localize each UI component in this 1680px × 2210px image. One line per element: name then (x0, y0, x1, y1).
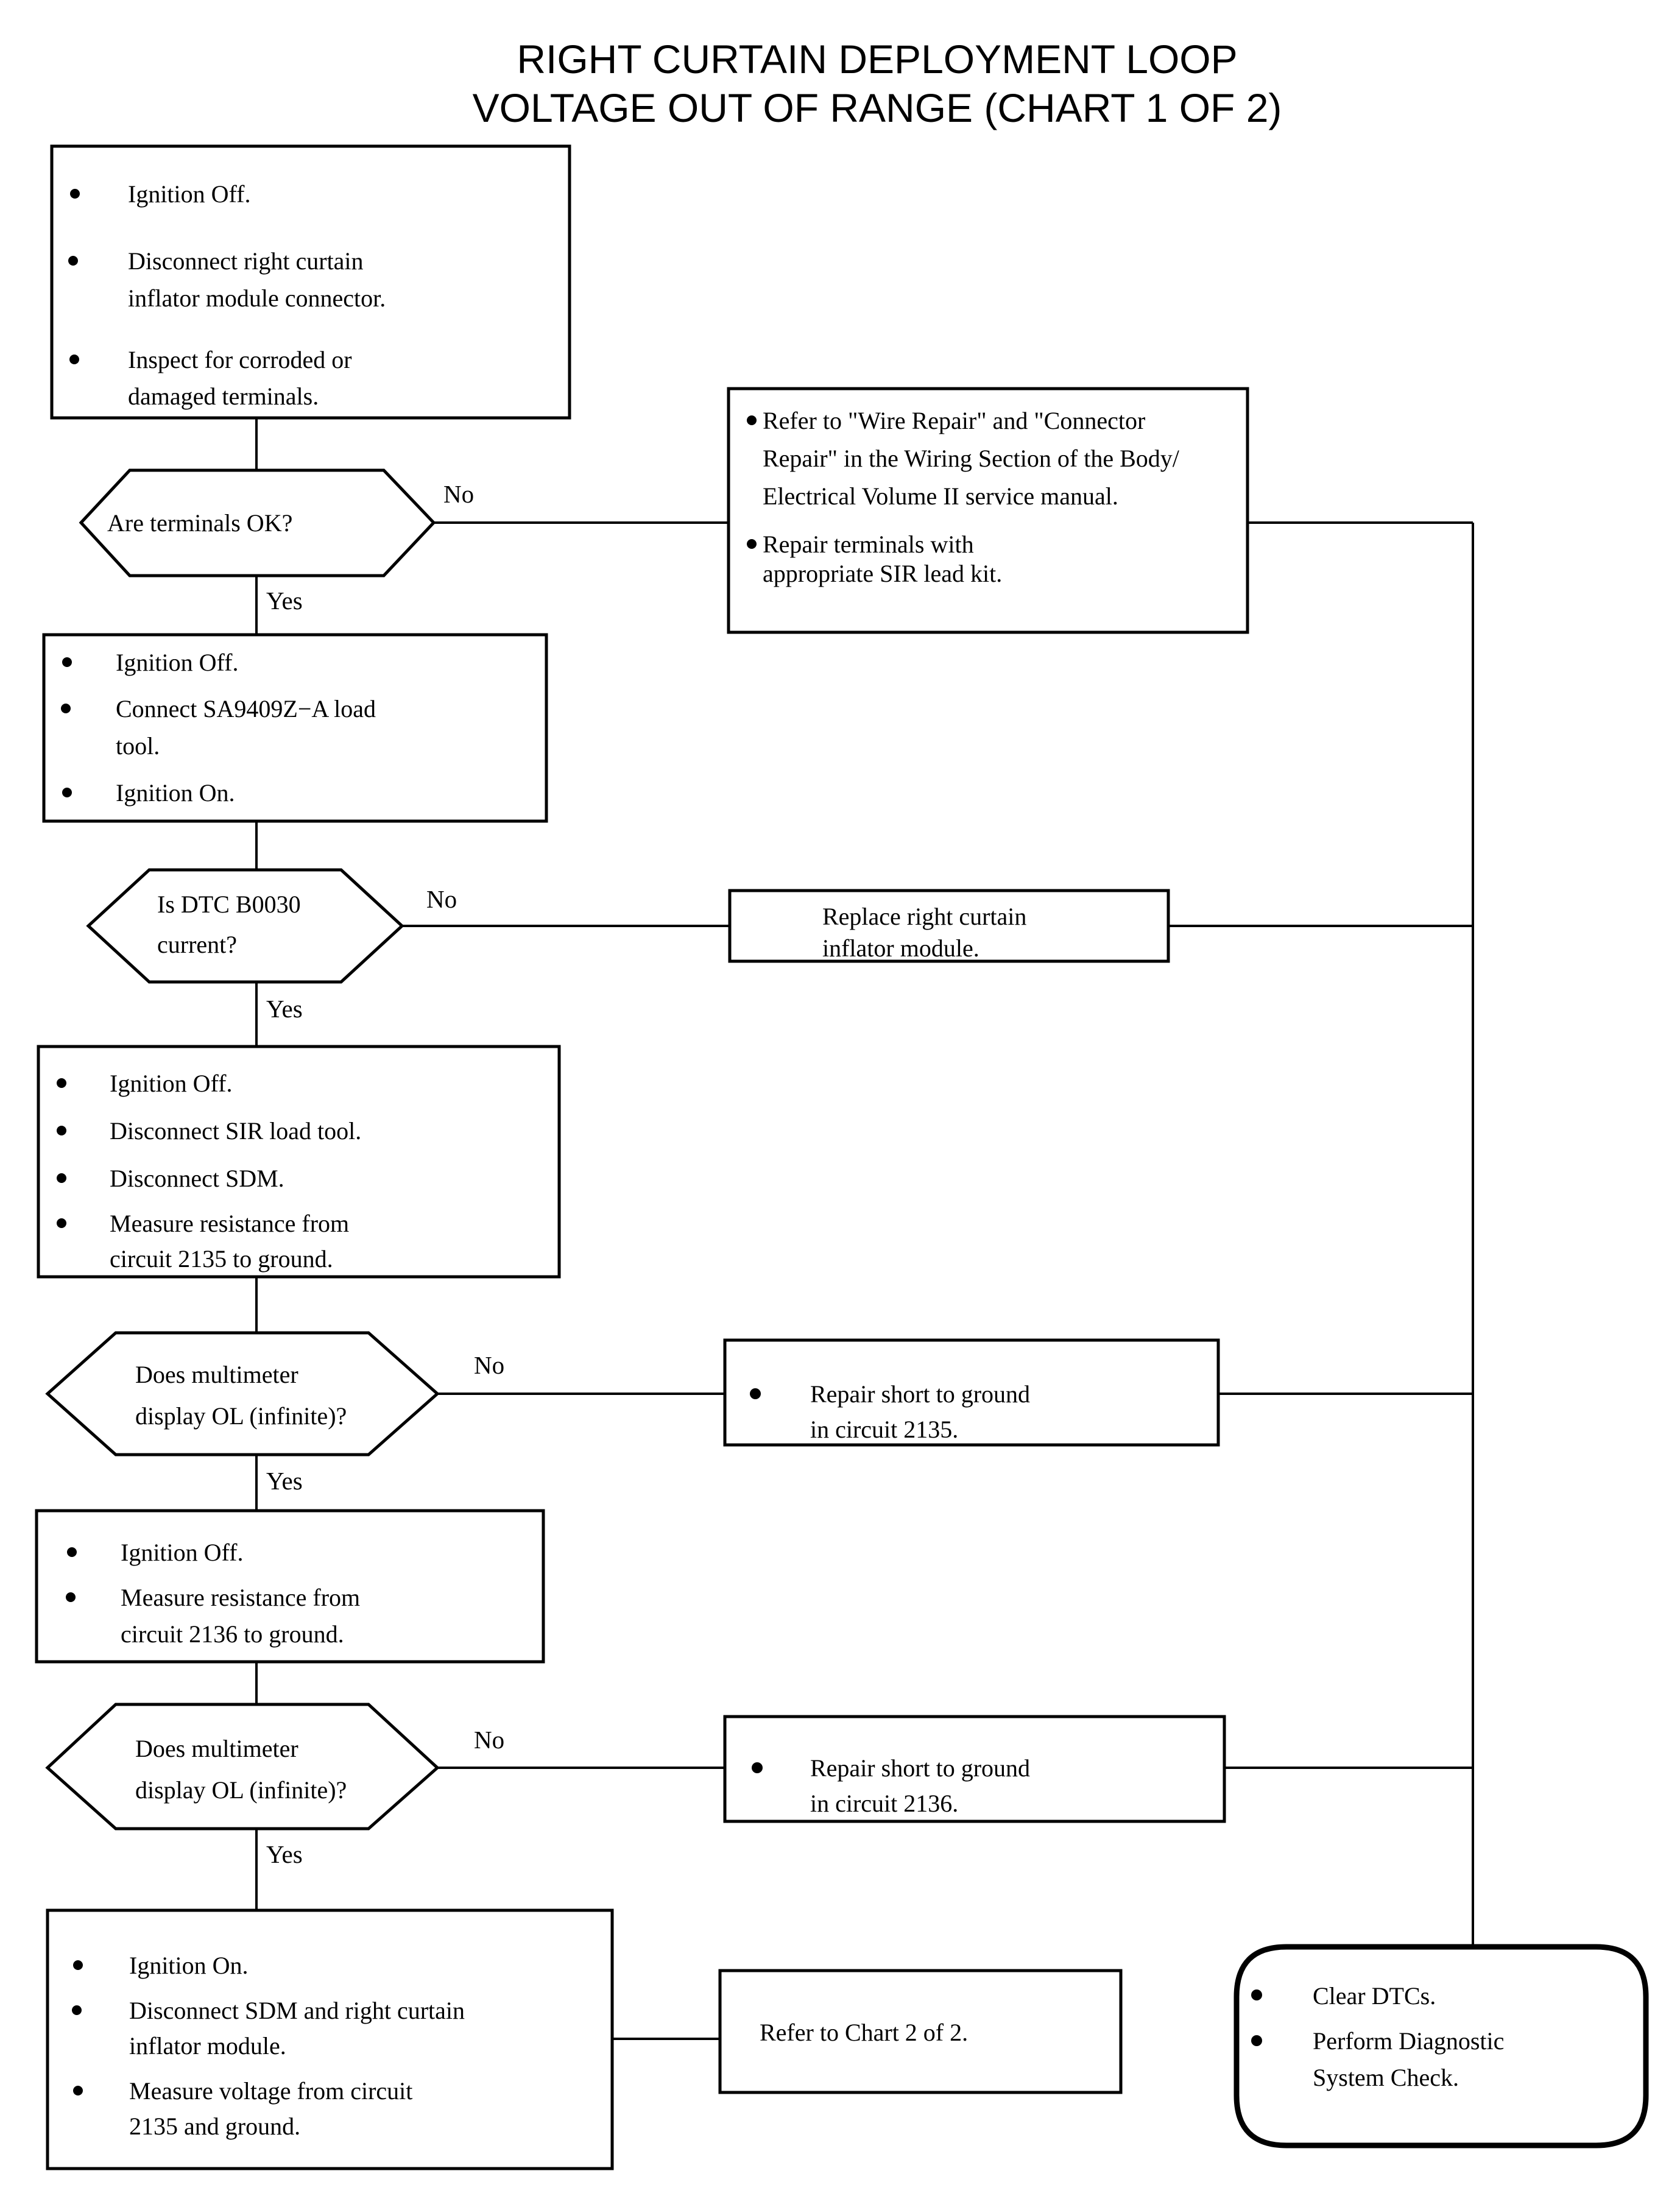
bullet-icon (61, 704, 71, 713)
step2-b1-l1: tool. (116, 732, 160, 760)
node-step3[interactable]: Ignition Off. Disconnect SIR load tool. … (37, 1045, 561, 1279)
node-decision2[interactable]: Is DTC B0030 current? (86, 868, 404, 984)
decision4-l1: display OL (infinite)? (135, 1776, 347, 1804)
action2-l1: inflator module. (822, 934, 979, 962)
decision3-l1: display OL (infinite)? (135, 1402, 347, 1430)
bullet-icon (750, 1388, 761, 1399)
node-decision4[interactable]: Does multimeter display OL (infinite)? (45, 1703, 440, 1830)
terminator-b1-l1: System Check. (1313, 2064, 1459, 2091)
step1-b0-l0: Ignition Off. (128, 180, 250, 208)
bullet-icon (57, 1218, 66, 1228)
step2-b0-l0: Ignition Off. (116, 649, 238, 676)
bullet-icon (72, 2005, 82, 2015)
node-decision3[interactable]: Does multimeter display OL (infinite)? (45, 1331, 440, 1456)
bullet-icon (69, 355, 79, 364)
action3-b0-l1: in circuit 2135. (810, 1416, 958, 1443)
decision1-no-label: No (443, 480, 474, 508)
step5-b1-l1: inflator module. (129, 2032, 286, 2060)
bullet-icon (73, 1960, 83, 1970)
action1-b0-l1: Repair" in the Wiring Section of the Bod… (763, 445, 1180, 472)
decision3-yes-label: Yes (266, 1467, 303, 1495)
bullet-icon (70, 189, 80, 199)
node-action5-refer-chart2[interactable]: Refer to Chart 2 of 2. (718, 1969, 1123, 2094)
step1-b2-l0: Inspect for corroded or (128, 346, 352, 373)
decision3-no-label: No (474, 1351, 504, 1379)
decision2-no-label: No (426, 885, 457, 913)
step5-b0-l0: Ignition On. (129, 1952, 249, 1979)
node-decision1[interactable]: Are terminals OK? (79, 468, 436, 577)
bullet-icon (1251, 1989, 1262, 2000)
connector-lines (255, 418, 1474, 2040)
decision2-yes-label: Yes (266, 995, 303, 1023)
action1-b1-l1: appropriate SIR lead kit. (763, 560, 1002, 587)
action1-b1-l0: Repair terminals with (763, 531, 974, 558)
step3-b3-l0: Measure resistance from (110, 1210, 349, 1237)
bullet-icon (752, 1762, 763, 1773)
step3-b0-l0: Ignition Off. (110, 1070, 232, 1097)
decision1-l0: Are terminals OK? (107, 509, 292, 537)
bullet-icon (67, 1547, 77, 1557)
chart-title-line1: RIGHT CURTAIN DEPLOYMENT LOOP (517, 37, 1237, 82)
bullet-icon (57, 1078, 66, 1088)
decision3-l0: Does multimeter (135, 1361, 298, 1388)
bullet-icon (747, 415, 757, 425)
step1-b2-l1: damaged terminals. (128, 383, 319, 410)
step2-b1-l0: Connect SA9409Z−A load (116, 695, 376, 722)
step4-b1-l0: Measure resistance from (121, 1584, 360, 1611)
step2-b2-l0: Ignition On. (116, 779, 235, 807)
action4-b0-l1: in circuit 2136. (810, 1790, 958, 1817)
node-step2[interactable]: Ignition Off. Connect SA9409Z−A load too… (42, 633, 548, 823)
decision2-l0: Is DTC B0030 (157, 891, 301, 918)
action3-b0-l0: Repair short to ground (810, 1380, 1030, 1408)
node-action4-repair-2136[interactable]: Repair short to ground in circuit 2136. (723, 1715, 1226, 1823)
step5-b2-l0: Measure voltage from circuit (129, 2077, 412, 2105)
decision2-l1: current? (157, 931, 237, 958)
bullet-icon (62, 657, 72, 667)
node-action3-repair-2135[interactable]: Repair short to ground in circuit 2135. (723, 1338, 1220, 1447)
step1-b1-l0: Disconnect right curtain (128, 247, 364, 275)
node-terminator-clear-dtcs[interactable]: Clear DTCs. Perform Diagnostic System Ch… (1234, 1944, 1649, 2148)
action1-b0-l2: Electrical Volume II service manual. (763, 482, 1118, 510)
step4-b0-l0: Ignition Off. (121, 1539, 243, 1566)
decision4-no-label: No (474, 1726, 504, 1754)
action1-b0-l0: Refer to "Wire Repair" and "Connector (763, 407, 1145, 434)
step3-b3-l1: circuit 2135 to ground. (110, 1245, 333, 1273)
bullet-icon (66, 1592, 76, 1602)
bullet-icon (73, 2086, 83, 2095)
bullet-icon (62, 788, 72, 797)
bullet-icon (1251, 2035, 1262, 2046)
action2-l0: Replace right curtain (822, 903, 1026, 930)
step5-b2-l1: 2135 and ground. (129, 2113, 300, 2140)
step5-b1-l0: Disconnect SDM and right curtain (129, 1997, 465, 2024)
action4-b0-l0: Repair short to ground (810, 1754, 1030, 1782)
step3-b1-l0: Disconnect SIR load tool. (110, 1117, 361, 1145)
action5-l0: Refer to Chart 2 of 2. (760, 2019, 968, 2046)
bullet-icon (57, 1126, 66, 1135)
node-action1-wire-repair[interactable]: Refer to "Wire Repair" and "Connector Re… (727, 387, 1249, 634)
step4-b1-l1: circuit 2136 to ground. (121, 1620, 344, 1648)
node-step1[interactable]: Ignition Off. Disconnect right curtain i… (50, 144, 571, 420)
decision1-yes-label: Yes (266, 587, 303, 615)
node-step5[interactable]: Ignition On. Disconnect SDM and right cu… (46, 1908, 614, 2170)
bullet-icon (57, 1173, 66, 1183)
terminator-b0-l0: Clear DTCs. (1313, 1982, 1436, 2010)
decision4-yes-label: Yes (266, 1840, 303, 1868)
terminator-b1-l0: Perform Diagnostic (1313, 2027, 1504, 2055)
bullet-icon (68, 256, 78, 266)
node-action2-replace-module[interactable]: Replace right curtain inflator module. (728, 889, 1170, 963)
step1-b1-l1: inflator module connector. (128, 284, 386, 312)
step3-b2-l0: Disconnect SDM. (110, 1165, 284, 1192)
decision4-l0: Does multimeter (135, 1735, 298, 1762)
node-step4[interactable]: Ignition Off. Measure resistance from ci… (35, 1509, 545, 1664)
bullet-icon (747, 539, 757, 549)
chart-title-line2: VOLTAGE OUT OF RANGE (CHART 1 OF 2) (473, 85, 1282, 130)
